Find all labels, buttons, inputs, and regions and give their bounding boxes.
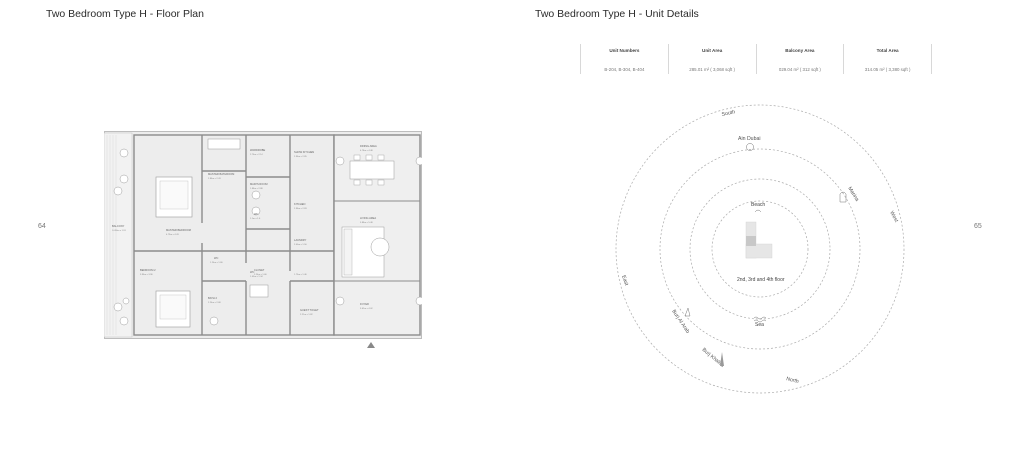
svg-text:WC: WC <box>254 212 258 216</box>
svg-text:1.75m x 1.46: 1.75m x 1.46 <box>294 274 307 276</box>
svg-text:MAID'S ROOM: MAID'S ROOM <box>250 182 268 186</box>
svg-text:MASTER BEDROOM: MASTER BEDROOM <box>166 228 191 232</box>
balcony-area-column: Balcony Area 029.04 m² ( 312 sqft ) <box>755 44 844 74</box>
unit-numbers-header: Unit Numbers <box>609 48 640 53</box>
svg-text:BALCONY: BALCONY <box>112 224 125 228</box>
direction-east-label: East <box>620 275 629 287</box>
total-area-header: Total Area <box>876 48 899 53</box>
sea-waves-icon <box>753 316 767 323</box>
svg-text:4.78m x 4.48: 4.78m x 4.48 <box>360 150 373 152</box>
svg-text:BATH 2: BATH 2 <box>208 296 217 300</box>
direction-west-label: West <box>888 210 899 224</box>
floor-plan-drawing: BALCONY 14.96m x 1.91 MASTER BEDROOM 4.7… <box>104 131 422 339</box>
svg-text:GUEST TOILET: GUEST TOILET <box>300 308 319 312</box>
unit-details-table: Unit Numbers B-204, B-304, B-404 Unit Ar… <box>580 44 932 74</box>
svg-text:CLOSET: CLOSET <box>254 268 265 272</box>
unit-area-value: 285.01 m² ( 3,068 sqft ) <box>689 67 735 72</box>
landmark-beach-label: Beach <box>751 202 765 208</box>
middle-ring <box>659 148 861 350</box>
direction-north-label: North <box>786 376 800 385</box>
svg-text:2.21m x 1.82: 2.21m x 1.82 <box>300 314 313 316</box>
landmark-ain-dubai-label: Ain Dubai <box>738 136 761 142</box>
orientation-diagram: South West East North Ain Dubai Marina B… <box>615 104 905 394</box>
page-number-left: 64 <box>38 223 46 230</box>
page-number-right: 65 <box>974 223 982 230</box>
svg-text:4.79m x 4.43: 4.79m x 4.43 <box>166 234 179 236</box>
svg-text:2.00m x 1.50: 2.00m x 1.50 <box>294 244 307 246</box>
svg-text:LIVING AREA: LIVING AREA <box>360 216 376 220</box>
svg-text:2.24m x 2.68: 2.24m x 2.68 <box>208 302 221 304</box>
floorplan-page-title: Two Bedroom Type H - Floor Plan <box>46 8 204 20</box>
landmark-marina-label: Marina <box>846 186 860 203</box>
svg-text:WC: WC <box>250 270 254 274</box>
svg-text:1.1m x 1.6: 1.1m x 1.6 <box>250 218 261 220</box>
landmark-sea-label: Sea <box>755 322 764 328</box>
unit-numbers-column: Unit Numbers B-204, B-304, B-404 <box>580 44 668 74</box>
svg-text:1.24m x 1.80: 1.24m x 1.80 <box>210 262 223 264</box>
svg-text:3.62m x 4.02: 3.62m x 4.02 <box>360 308 373 310</box>
svg-text:2.24m x 1.66: 2.24m x 1.66 <box>254 274 267 276</box>
svg-text:2.96m x 2.85: 2.96m x 2.85 <box>294 156 307 158</box>
balcony-area-header: Balcony Area <box>785 48 815 53</box>
burj-khalifa-icon <box>720 352 724 366</box>
svg-text:WARDROBE: WARDROBE <box>250 148 265 152</box>
svg-text:2.96m x 2.83: 2.96m x 2.83 <box>294 208 307 210</box>
svg-text:14.96m x 1.91: 14.96m x 1.91 <box>112 230 127 232</box>
burj-al-arab-icon <box>684 307 691 317</box>
total-area-value: 314.05 m² ( 3,380 sqft ) <box>864 67 911 72</box>
inner-ring <box>711 200 809 298</box>
building-footprint <box>745 221 773 259</box>
unit-area-column: Unit Area 285.01 m² ( 3,068 sqft ) <box>667 44 756 74</box>
svg-text:2.86m x 2.43: 2.86m x 2.43 <box>208 178 221 180</box>
svg-text:1.88m x 2.88: 1.88m x 2.88 <box>250 188 263 190</box>
landmark-burj-al-arab-label: Burj Al Arab <box>670 309 690 335</box>
balcony-area-value: 029.04 m² ( 312 sqft ) <box>778 67 821 72</box>
svg-text:LAUNDRY: LAUNDRY <box>294 238 307 242</box>
svg-text:1.43m x 1.34: 1.43m x 1.34 <box>250 276 263 278</box>
floor-label: 2nd, 3rd and 4th floor <box>737 277 785 283</box>
beach-icon <box>754 209 762 213</box>
svg-text:DINING AREA: DINING AREA <box>360 144 377 148</box>
unit-details-page-title: Two Bedroom Type H - Unit Details <box>535 8 699 20</box>
svg-text:5.88m x 5.48: 5.88m x 5.48 <box>360 222 373 224</box>
unit-numbers-value: B-204, B-304, B-404 <box>604 67 645 72</box>
unit-area-header: Unit Area <box>702 48 723 53</box>
marina-tower-icon <box>839 191 847 203</box>
ain-dubai-icon <box>746 143 754 151</box>
entrance-arrow-icon <box>367 342 375 348</box>
svg-text:3.96m x 3.96: 3.96m x 3.96 <box>140 274 153 276</box>
direction-south-label: South <box>721 109 736 118</box>
total-area-column: Total Area 314.05 m² ( 3,380 sqft ) <box>843 44 932 74</box>
svg-text:2.76m x 2.14: 2.76m x 2.14 <box>250 154 263 156</box>
svg-text:WC: WC <box>214 256 218 260</box>
outer-ring <box>615 104 905 394</box>
svg-text:SHOW KITCHEN: SHOW KITCHEN <box>294 150 314 154</box>
svg-text:FOYER: FOYER <box>360 302 369 306</box>
svg-text:KITCHEN: KITCHEN <box>294 202 306 206</box>
svg-text:MASTER BATHROOM: MASTER BATHROOM <box>208 172 234 176</box>
svg-text:BEDROOM 2: BEDROOM 2 <box>140 268 156 272</box>
